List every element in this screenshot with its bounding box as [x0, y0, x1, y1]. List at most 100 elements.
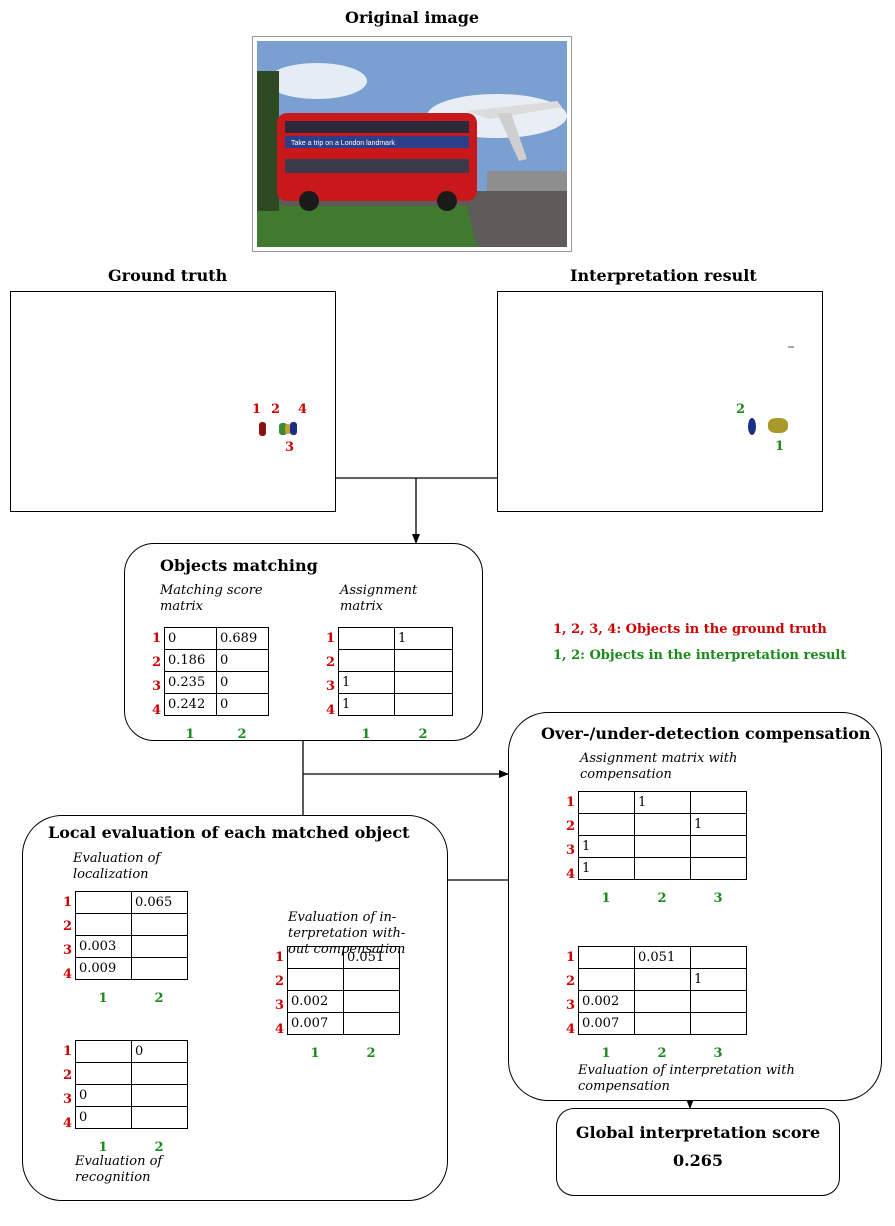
matrix-cell: [578, 791, 635, 814]
matrix-cell: [690, 857, 747, 880]
matrix-cell: [690, 990, 747, 1013]
assign-comp-caption: Assignment matrix with compensation: [580, 751, 738, 782]
row-label: 4: [62, 967, 72, 982]
matrix-row: 1: [578, 791, 747, 814]
row-label: 3: [62, 943, 72, 958]
gt-label-2: 2: [271, 402, 281, 417]
matrix-cell: 0.009: [75, 957, 132, 980]
row-label: 3: [151, 679, 161, 694]
matrix-row: [338, 649, 453, 672]
column-label: 2: [418, 727, 428, 742]
matrix-cell: 1: [578, 835, 635, 858]
row-label: 3: [274, 998, 284, 1013]
matrix-row: [287, 968, 400, 991]
matrix-row: 0.051: [578, 946, 747, 969]
global-score-title: Global interpretation score: [575, 1123, 821, 1142]
row-label: 1: [565, 950, 575, 965]
matrix-cell: 0.051: [343, 946, 400, 969]
matrix-row: [75, 1062, 188, 1085]
matrix-cell: [634, 968, 691, 991]
matrix-cell: [338, 627, 395, 650]
matrix-cell: 0.002: [578, 990, 635, 1013]
matrix-row: 1: [578, 813, 747, 836]
global-score-box: Global interpretation score 0.265: [556, 1108, 840, 1196]
row-label: 1: [151, 631, 161, 646]
matrix-cell: 1: [338, 671, 395, 694]
interpretation-panel: 2 1: [497, 291, 823, 512]
column-label: 1: [98, 1140, 108, 1155]
row-label: 4: [151, 703, 161, 718]
row-label: 1: [62, 1044, 72, 1059]
compensation-title: Over-/under-detection compensation: [541, 724, 871, 743]
gt-object-4: [290, 422, 297, 435]
matrix-cell: [131, 1106, 188, 1129]
matrix-cell: [690, 835, 747, 858]
interpretation-title: Interpretation result: [570, 266, 757, 285]
matrix-cell: 0: [164, 627, 217, 650]
matrix-cell: [131, 957, 188, 980]
matrix-cell: [634, 990, 691, 1013]
matrix-cell: [394, 693, 453, 716]
matrix-row: 0.002: [287, 990, 400, 1013]
column-label: 2: [657, 891, 667, 906]
matrix-cell: 0: [216, 671, 269, 694]
eval-rec-caption: Evaluation of recognition: [75, 1154, 163, 1185]
global-score-value: 0.265: [672, 1151, 724, 1170]
row-label: 1: [325, 631, 335, 646]
photo-bus: Take a trip on a London landmark: [257, 41, 567, 247]
gt-object-3: [285, 424, 291, 434]
gt-object-2: [279, 423, 287, 435]
matrix-row: 1: [578, 968, 747, 991]
matrix-row: 1: [578, 857, 747, 880]
eval-loc-caption: Evaluation of localization: [73, 851, 161, 882]
row-label: 4: [274, 1022, 284, 1037]
matrix-row: 0: [75, 1106, 188, 1129]
matrix-cell: 0.235: [164, 671, 217, 694]
matrix-cell: 0.689: [216, 627, 269, 650]
matrix-row: 1: [338, 671, 453, 694]
row-label: 2: [565, 819, 575, 834]
column-label: 2: [366, 1046, 376, 1061]
row-label: 2: [325, 655, 335, 670]
legend-interpretation: 1, 2: Objects in the interpretation resu…: [553, 648, 847, 663]
matrix-row: 0.007: [578, 1012, 747, 1035]
matrix-cell: [634, 813, 691, 836]
matrix-cell: [690, 1012, 747, 1035]
row-label: 1: [62, 895, 72, 910]
row-label: 4: [62, 1116, 72, 1131]
eval-comp-caption: Evaluation of interpretation with compen…: [578, 1063, 795, 1094]
matrix-cell: 0: [75, 1106, 132, 1129]
matrix-cell: [131, 1084, 188, 1107]
column-label: 2: [154, 1140, 164, 1155]
matrix-cell: [131, 913, 188, 936]
column-label: 1: [310, 1046, 320, 1061]
row-label: 3: [62, 1092, 72, 1107]
original-image-frame: Take a trip on a London landmark: [252, 36, 572, 252]
matrix-cell: 1: [634, 791, 691, 814]
row-label: 3: [565, 998, 575, 1013]
matrix-cell: [343, 1012, 400, 1035]
matrix-cell: [634, 835, 691, 858]
local-eval-title: Local evaluation of each matched object: [48, 823, 410, 842]
row-label: 3: [565, 843, 575, 858]
row-label: 2: [62, 1068, 72, 1083]
matrix-cell: [578, 813, 635, 836]
matrix-cell: 1: [690, 813, 747, 836]
matrix-row: 0.051: [287, 946, 400, 969]
matrix-cell: [75, 913, 132, 936]
row-label: 2: [274, 974, 284, 989]
matrix-cell: [287, 946, 344, 969]
column-label: 2: [237, 727, 247, 742]
matrix-cell: 0.242: [164, 693, 217, 716]
ground-truth-title: Ground truth: [108, 266, 228, 285]
matrix-cell: [343, 990, 400, 1013]
matrix-cell: [690, 946, 747, 969]
matrix-cell: [578, 946, 635, 969]
